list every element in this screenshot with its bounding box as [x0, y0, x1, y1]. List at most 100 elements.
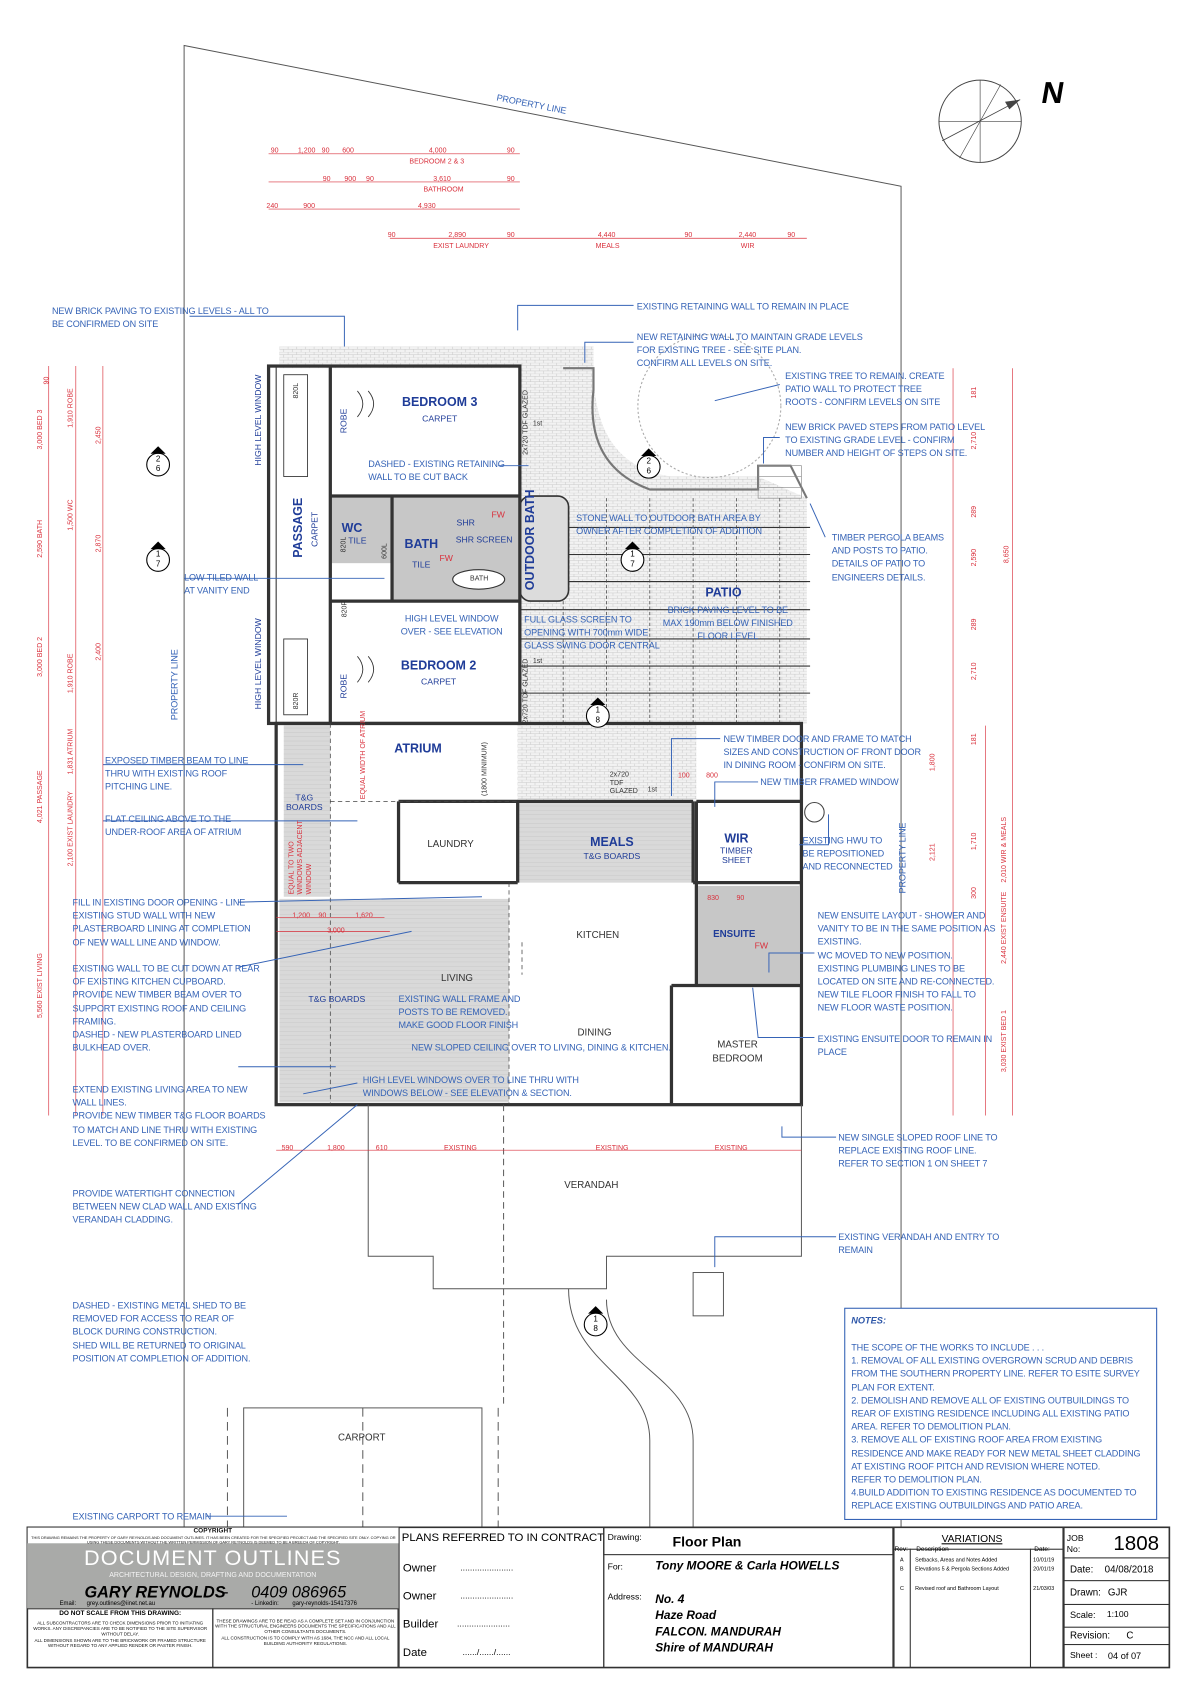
robe-label-bed3: ROBE	[338, 408, 349, 434]
dim: 4,440	[597, 231, 616, 240]
dim: 2,590 BATH	[36, 519, 45, 558]
dim: 1,800	[327, 1144, 345, 1153]
company-logo: DOCUMENT OUTLINES	[84, 1546, 342, 1571]
revision-label: Revision:	[1070, 1629, 1111, 1641]
email-link[interactable]: grey.outlines@iinet.net.au	[86, 1600, 156, 1608]
dim: 1,620	[355, 911, 373, 920]
owner-1-field[interactable]: ......................	[460, 1562, 514, 1573]
dim: 1,910 ROBE	[67, 388, 75, 428]
dim: 90	[321, 147, 330, 155]
address-line-3: FALCON. MANDURAH	[655, 1625, 781, 1639]
dim: EQUAL TO TWO WINDOWS ADJACENT WINDOW	[288, 820, 313, 895]
dim: 800	[706, 772, 718, 780]
sheet-label: Sheet :	[1070, 1650, 1098, 1661]
note-pergola: TIMBER PERGOLA BEAMS AND POSTS TO PATIO.…	[831, 531, 945, 583]
dim: 820L	[340, 536, 348, 553]
dim: 820R	[292, 692, 300, 710]
dim: 90	[506, 147, 515, 155]
dim: 181	[970, 386, 978, 399]
dim: 590	[281, 1144, 294, 1153]
room-patio: PATIO	[705, 586, 742, 600]
note-shed: DASHED - EXISTING METAL SHED TO BE REMOV…	[72, 1299, 251, 1364]
dim: 2,710	[970, 662, 978, 681]
note-tree: EXISTING TREE TO REMAIN. CREATE PATIO WA…	[785, 370, 945, 408]
room-meals: MEALS	[590, 836, 634, 850]
date-field[interactable]: ....../....../......	[462, 1647, 511, 1657]
shower-screen-label: SHR SCREEN	[455, 535, 513, 545]
dim: EXISTING	[444, 1144, 477, 1153]
dim: 5,560 EXIST LIVING	[36, 953, 45, 1019]
room-verandah: VERANDAH	[564, 1179, 619, 1191]
designer-phone: 0409 086965	[251, 1583, 347, 1602]
shower-label: SHR	[456, 517, 475, 528]
dim: 4,930	[418, 202, 436, 211]
dim: 289	[970, 618, 978, 631]
note-stone-wall: STONE WALL TO OUTDOOR BATH AREA BY OWNER…	[576, 512, 762, 537]
address-label: Address:	[607, 1592, 642, 1602]
room-bedroom-3: BEDROOM 3	[401, 396, 478, 410]
dim: 1,200	[297, 147, 316, 155]
dim: WIR	[740, 242, 755, 251]
note-high-windows: HIGH LEVEL WINDOWS OVER TO LINE THRU WIT…	[362, 1074, 579, 1099]
dim: 610	[375, 1144, 388, 1153]
room-meals-floor: T&G BOARDS	[583, 851, 641, 861]
room-living: LIVING	[441, 972, 474, 984]
dim: 1,200	[292, 911, 311, 920]
copyright-text: THIS DRAWING REMAINS THE PROPERTY OF GAR…	[31, 1535, 396, 1545]
note-cut-wall: EXISTING WALL TO BE CUT DOWN AT REAR OF …	[72, 962, 260, 1053]
variations-header-date: Date:	[1034, 1546, 1050, 1554]
dim: 90	[270, 147, 279, 155]
bath-tub-label: BATH	[470, 575, 489, 583]
note-high-window: HIGH LEVEL WINDOW OVER - SEE ELEVATION	[400, 612, 503, 638]
notes-body: THE SCOPE OF THE WORKS TO INCLUDE . . . …	[851, 1341, 1141, 1512]
date-label: Date	[402, 1646, 427, 1660]
dim: 3,030 EXIST BED 1	[1000, 1010, 1009, 1073]
dim: 3,000 BED 2	[36, 636, 45, 677]
do-not-scale: DO NOT SCALE FROM THIS DRAWING:	[59, 1610, 182, 1617]
note-retaining-remain: EXISTING RETAINING WALL TO REMAIN IN PLA…	[636, 301, 849, 312]
room-laundry: LAUNDRY	[427, 838, 474, 850]
dim: 90	[322, 175, 331, 184]
room-wir: WIR	[724, 832, 749, 846]
dim: MEALS	[595, 242, 620, 251]
note-sloped-ceiling: NEW SLOPED CEILING OVER TO LIVING, DININ…	[411, 1041, 671, 1053]
property-line-label-left: PROPERTY LINE	[168, 649, 180, 721]
sheet-value: 04 of 07	[1107, 1650, 1142, 1662]
dim: 1st	[532, 420, 543, 428]
email-label: Email:	[59, 1600, 77, 1608]
dim: 2,121	[929, 843, 937, 861]
dim: BATHROOM	[423, 186, 464, 194]
note-ensuite-layout: NEW ENSUITE LAYOUT - SHOWER AND VANITY T…	[817, 909, 996, 1014]
linkedin-link[interactable]: gary-reynolds-15417376	[292, 1600, 357, 1608]
dim: 900	[303, 202, 316, 211]
dim: 1,710	[970, 832, 978, 851]
robe-label-bed2: ROBE	[338, 673, 349, 699]
dim: 2x720 TDF GLAZED	[522, 390, 530, 455]
drawn-label: Drawn:	[1070, 1586, 1101, 1598]
note-glass-screen: FULL GLASS SCREEN TO OPENING WITH 700mm …	[524, 614, 660, 652]
copyright-title: COPYRIGHT	[193, 1528, 233, 1535]
builder-field[interactable]: ......................	[457, 1619, 510, 1629]
dim: 2,590	[970, 548, 978, 567]
scale-label: Scale:	[1070, 1609, 1096, 1621]
read-text: THESE DRAWINGS ARE TO BE READ AS A COMPL…	[215, 1618, 396, 1646]
dim: 4,000	[428, 147, 447, 155]
owner-2-field[interactable]: ......................	[460, 1590, 514, 1601]
designer-name: GARY REYNOLDS	[84, 1583, 226, 1602]
scale-text: ALL SUBCONTRACTORS ARE TO CHECK DIMENSIO…	[33, 1620, 208, 1649]
dim: 300	[970, 887, 978, 899]
dim: 1,800	[929, 753, 937, 772]
dim: 2x720 TDF GLAZED	[522, 658, 530, 724]
note-wall-frame: EXISTING WALL FRAME AND POSTS TO BE REMO…	[398, 993, 521, 1031]
address-line-1: No. 4	[655, 1593, 685, 1607]
note-dashed-retaining: DASHED - EXISTING RETAINING WALL TO BE C…	[368, 458, 505, 483]
note-timber-door: NEW TIMBER DOOR AND FRAME TO MATCH SIZES…	[723, 733, 921, 771]
